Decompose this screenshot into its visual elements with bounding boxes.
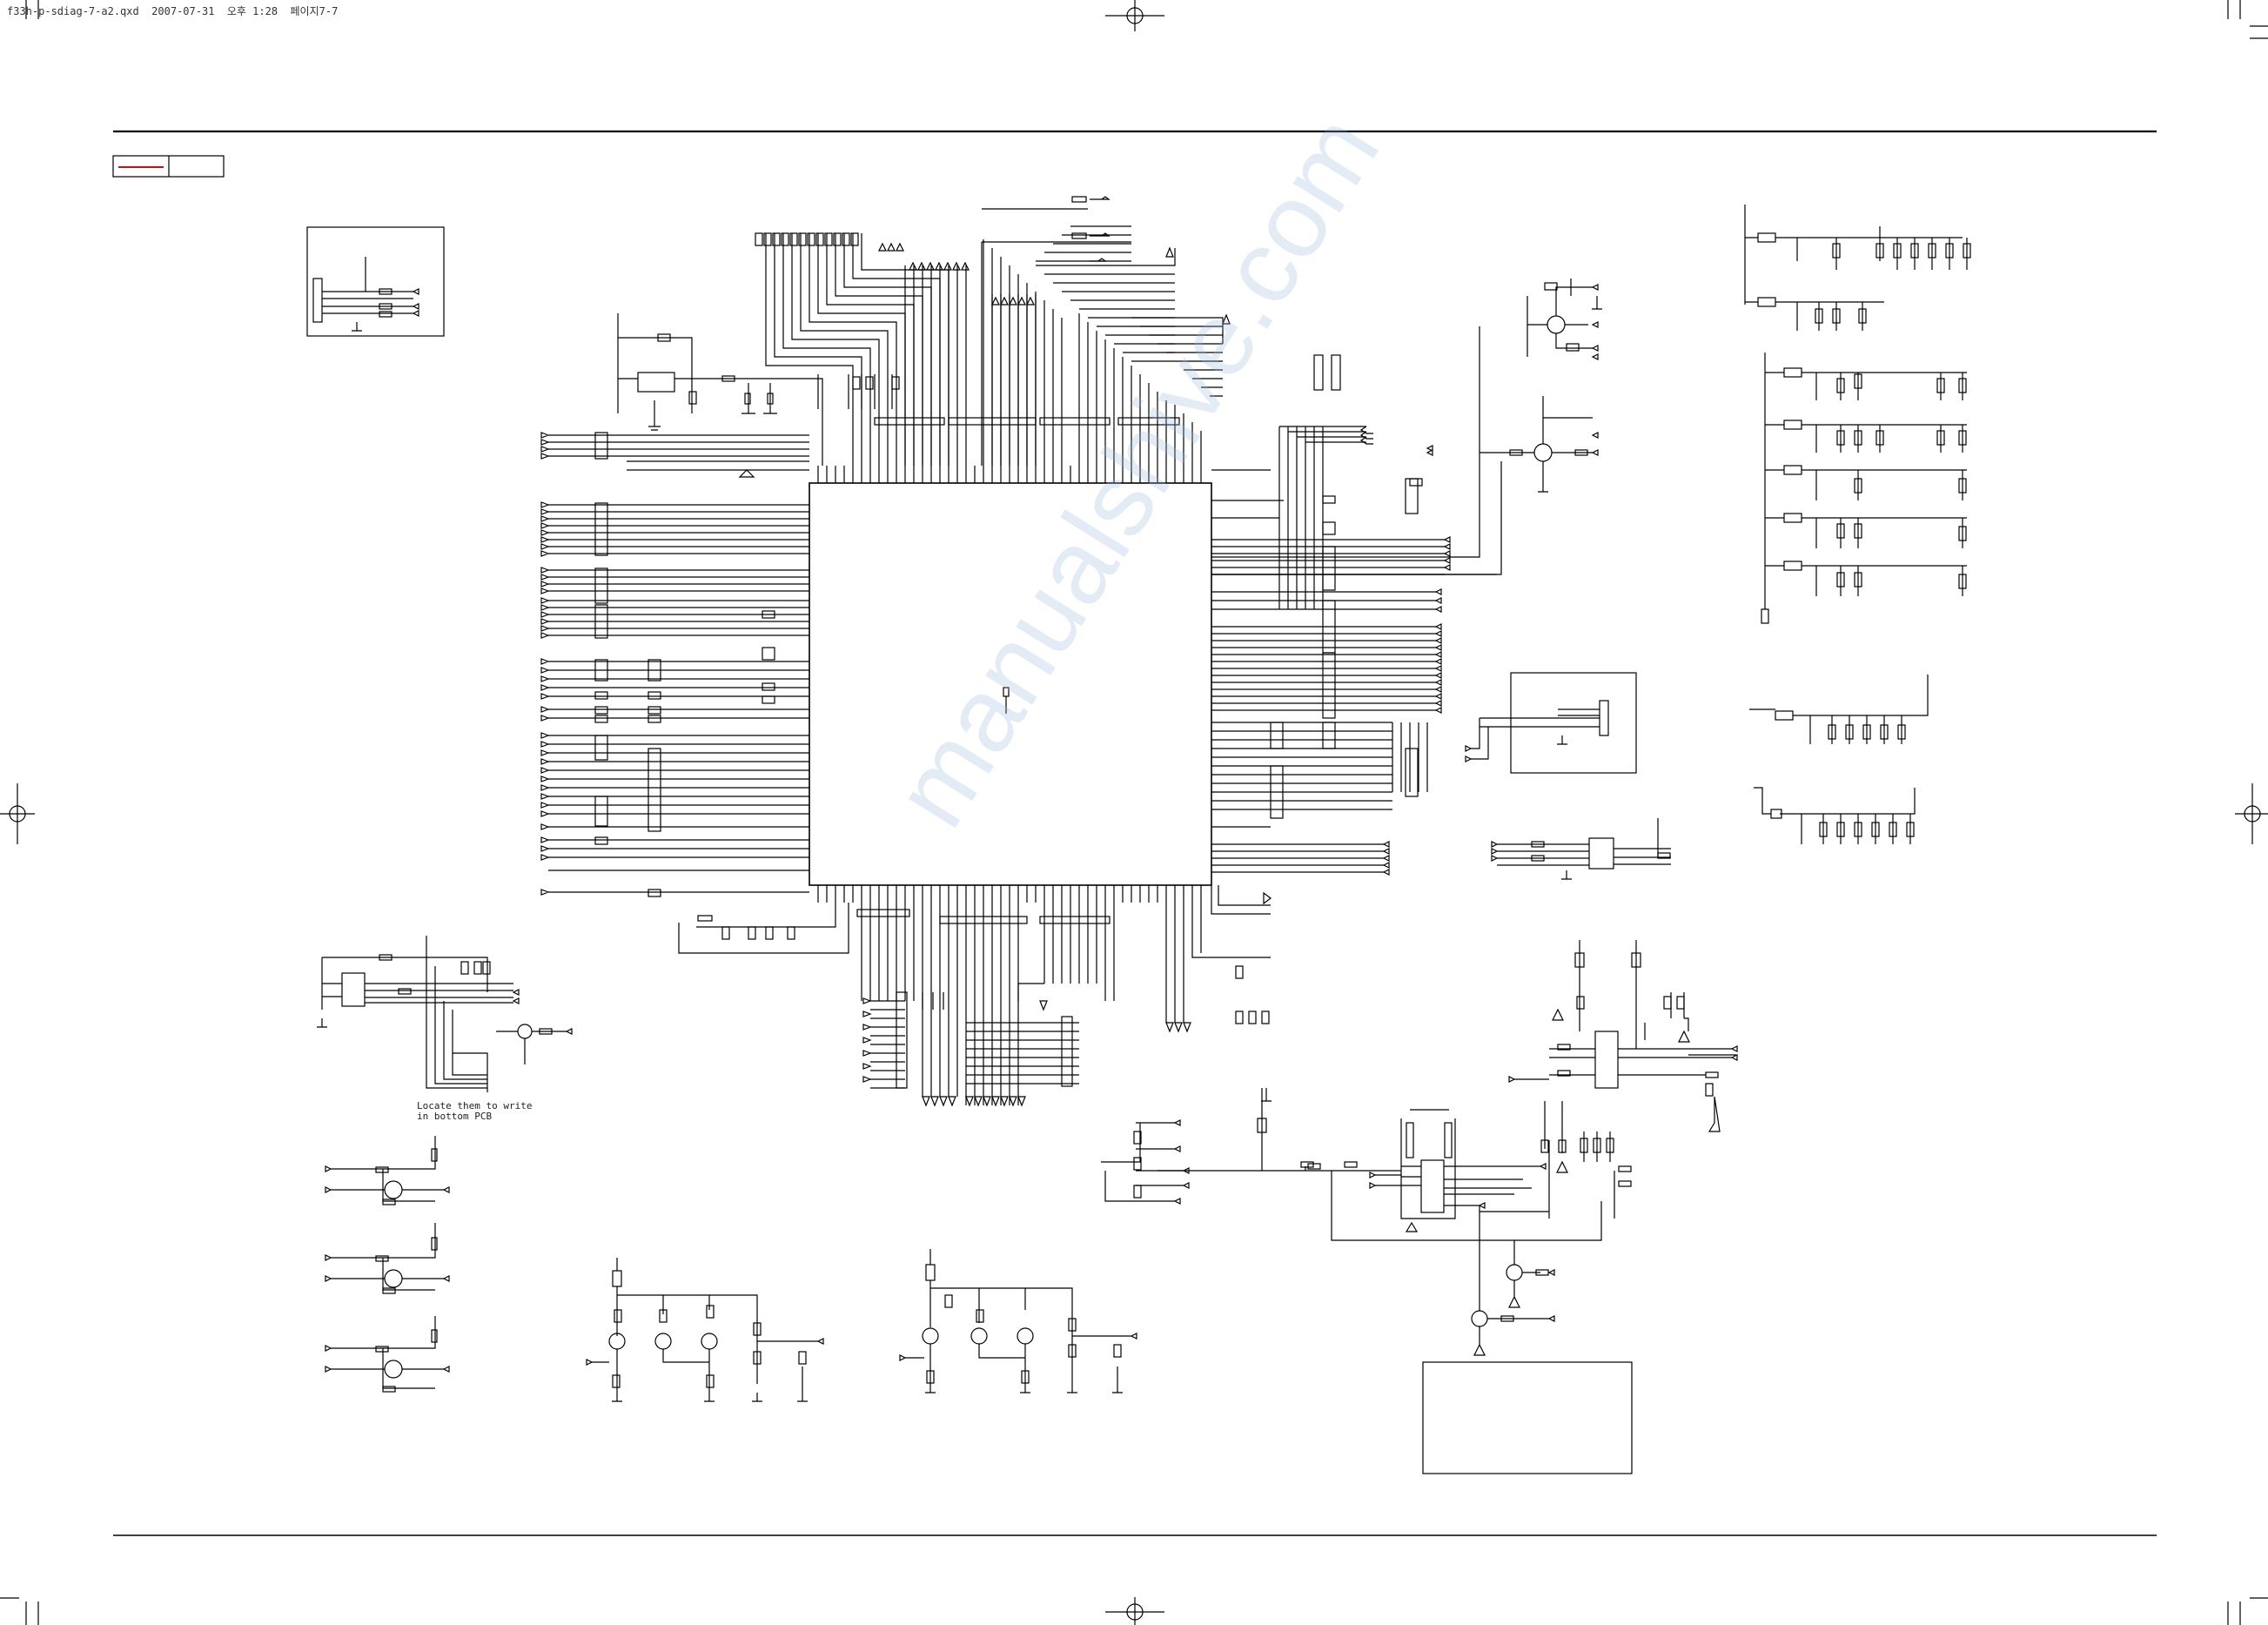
power-rail-group-1	[1744, 205, 1971, 331]
bottom-bus-lines	[678, 885, 1271, 1105]
regulator-transistor-mid	[1480, 396, 1599, 493]
power-rail-group-3	[1749, 675, 1929, 744]
right-resistor-arrays	[1270, 354, 1423, 819]
left-signal-lines	[548, 434, 809, 893]
audio-output-transistors	[1471, 1205, 1555, 1356]
file-info-header: f33h-p-sdiag-7-a2.qxd 2007-07-31 오후 1:28…	[7, 5, 339, 17]
transistor-cell-3	[325, 1316, 450, 1393]
locate-note-line-1: Locate them to write	[417, 1100, 533, 1111]
transistor-cell-1	[325, 1136, 450, 1205]
empty-note-box	[1422, 1361, 1633, 1474]
transistor-cell-2	[325, 1223, 450, 1294]
codec-ic-upper	[1508, 940, 1738, 1132]
ic-test-point	[1003, 687, 1010, 714]
right-signal-lines	[1211, 326, 1502, 873]
mcu-top-pins	[817, 466, 1202, 483]
bottom-resistor-arrays	[697, 909, 1270, 1089]
top-left-connector-box	[306, 226, 445, 337]
codec-support-components	[1307, 1101, 1632, 1219]
title-box	[112, 155, 225, 178]
left-interface-ic	[317, 936, 573, 1092]
locate-note: Locate them to write in bottom PCB	[417, 1101, 556, 1122]
transistor-chain-middle	[899, 1249, 1137, 1393]
top-bus-lines	[765, 208, 1224, 466]
bottom-connector-arrows	[862, 997, 1191, 1107]
right-small-ic	[1491, 818, 1671, 880]
audio-input-network	[1101, 1088, 1332, 1205]
main-mcu-ic	[809, 482, 1212, 886]
transistor-chain-left	[586, 1258, 824, 1402]
locate-note-line-2: in bottom PCB	[417, 1111, 493, 1122]
left-resistor-arrays	[594, 432, 775, 897]
registration-target-bottom	[1105, 1597, 1164, 1625]
power-rail-group-2	[1761, 353, 1967, 624]
left-connector-arrows	[540, 432, 755, 896]
registration-target-right	[2235, 783, 2268, 844]
top-resistor-arrays	[755, 196, 1180, 426]
regulator-transistor-top	[1527, 279, 1602, 360]
top-connector-arrows	[878, 196, 1231, 325]
registration-target-left	[0, 783, 35, 844]
mcu-bottom-pins	[817, 885, 1202, 903]
codec-ic-lower	[1331, 1109, 1602, 1241]
registration-target-top	[1105, 0, 1164, 31]
power-rail-group-4	[1754, 787, 1916, 844]
right-connector-arrows	[1263, 426, 1451, 905]
crystal-oscillator-block	[617, 313, 900, 466]
right-connector-box	[1465, 672, 1637, 774]
